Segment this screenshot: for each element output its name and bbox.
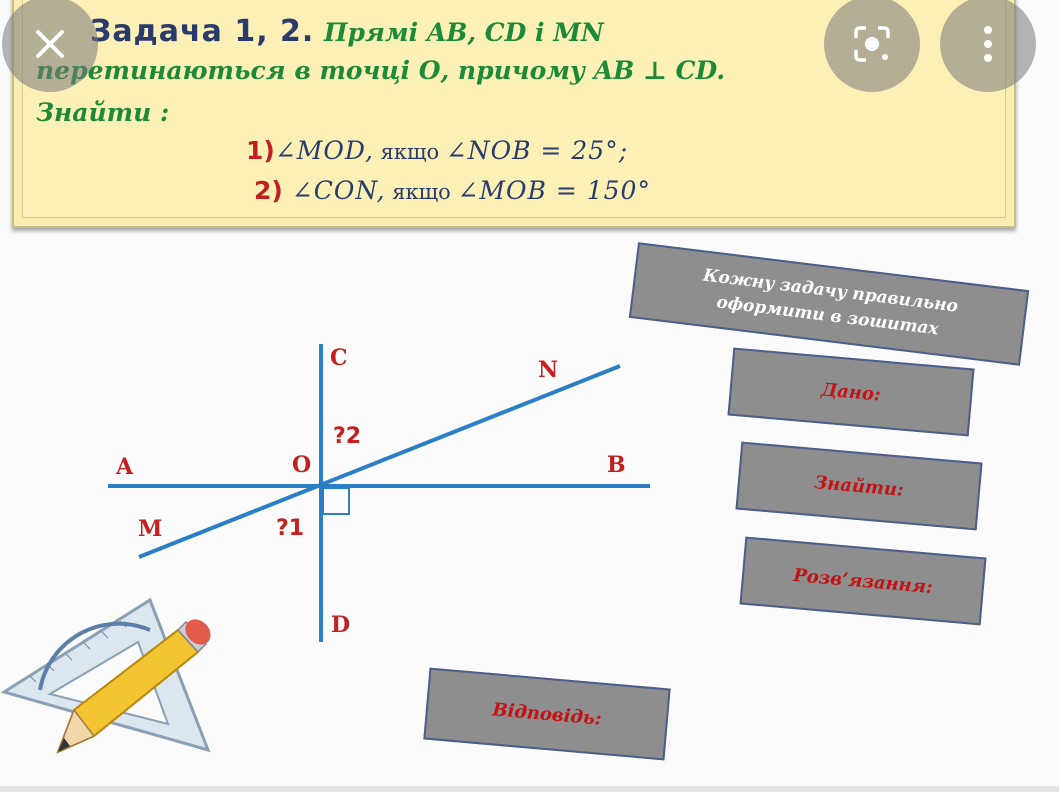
bottom-divider <box>0 786 1059 792</box>
find-label: Знайти: <box>813 471 905 501</box>
close-button[interactable] <box>2 0 98 92</box>
line-mn <box>138 364 621 559</box>
more-options-button[interactable] <box>940 0 1036 92</box>
point-n-label: N <box>538 357 559 383</box>
solution-label: Розв’язання: <box>792 564 934 598</box>
task-find-label: Знайти : <box>36 98 170 127</box>
close-icon <box>36 30 64 58</box>
item2-given: ∠MOB = 150° <box>457 176 651 205</box>
point-c-label: C <box>330 345 348 371</box>
task-title: Задача 1, 2. <box>90 14 315 49</box>
task-heading: Задача 1, 2. Прямі AB, CD і MN <box>90 14 604 49</box>
item1-given: ∠NOB = 25°; <box>445 136 629 165</box>
lens-search-icon <box>854 26 890 62</box>
unknown-angle-1-label: ?1 <box>276 516 305 541</box>
set-square-pencil-icon <box>0 597 211 754</box>
point-m-label: M <box>138 516 163 542</box>
item1-number: 1) <box>246 136 275 165</box>
more-vertical-icon <box>984 26 992 62</box>
answer-label: Відповідь: <box>491 698 603 730</box>
given-label: Дано: <box>820 378 882 406</box>
right-angle-marker <box>322 487 350 515</box>
lens-search-button[interactable] <box>824 0 920 92</box>
item1-target: ∠MOD, <box>274 136 374 165</box>
item1-word: якщо <box>373 140 446 164</box>
unknown-angle-2-label: ?2 <box>333 424 362 449</box>
point-o-label: O <box>292 452 312 478</box>
point-b-label: B <box>607 452 626 478</box>
item2-target: ∠CON, <box>282 176 386 205</box>
task-line1: Прямі AB, CD і MN <box>323 18 604 47</box>
point-d-label: D <box>331 612 351 638</box>
item2-number: 2) <box>254 176 283 205</box>
task-line2: перетинаються в точці О, причому AB ⊥ CD… <box>36 56 726 85</box>
item2-word: якщо <box>385 180 458 204</box>
task-item-1: 1)∠MOD, якщо ∠NOB = 25°; <box>246 136 628 165</box>
point-a-label: A <box>116 454 134 480</box>
task-item-2: 2) ∠CON, якщо ∠MOB = 150° <box>254 176 651 205</box>
